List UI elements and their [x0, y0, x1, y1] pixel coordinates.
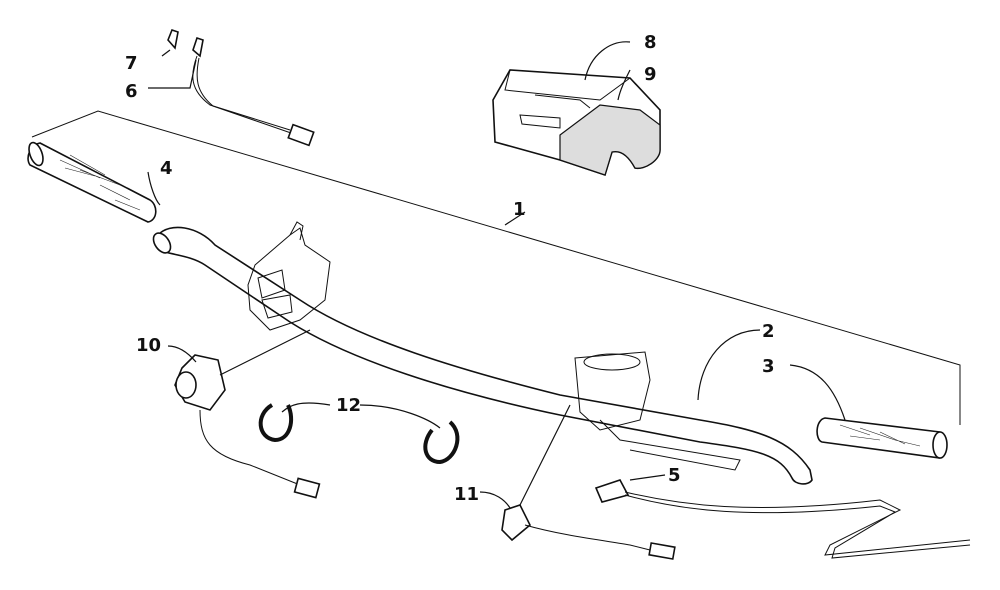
left-switch-housing	[247, 221, 331, 331]
callout-7: 7	[125, 53, 138, 74]
wire-item-5	[594, 479, 971, 559]
callout-9: 9	[644, 64, 657, 85]
callout-10: 10	[136, 335, 161, 356]
callout-2: 2	[762, 321, 775, 342]
callout-4: 4	[160, 158, 173, 179]
callout-1: 1	[513, 199, 526, 220]
brake-master-cylinder	[574, 351, 741, 471]
leader-lines	[147, 41, 846, 509]
callout-5: 5	[668, 465, 681, 486]
handlebar-pad	[492, 69, 661, 177]
clamp-right	[423, 420, 460, 465]
right-grip	[816, 417, 948, 459]
switch-item-11	[501, 504, 676, 560]
callout-3: 3	[762, 356, 775, 377]
handlebar	[152, 226, 813, 485]
callout-8: 8	[644, 32, 657, 53]
callout-12: 12	[336, 395, 361, 416]
left-grip	[27, 141, 157, 223]
switch-item-10	[174, 354, 321, 499]
assembly-bracket-line	[31, 110, 961, 425]
callout-6: 6	[125, 81, 138, 102]
callout-11: 11	[454, 484, 479, 505]
clamp-left	[258, 403, 294, 443]
